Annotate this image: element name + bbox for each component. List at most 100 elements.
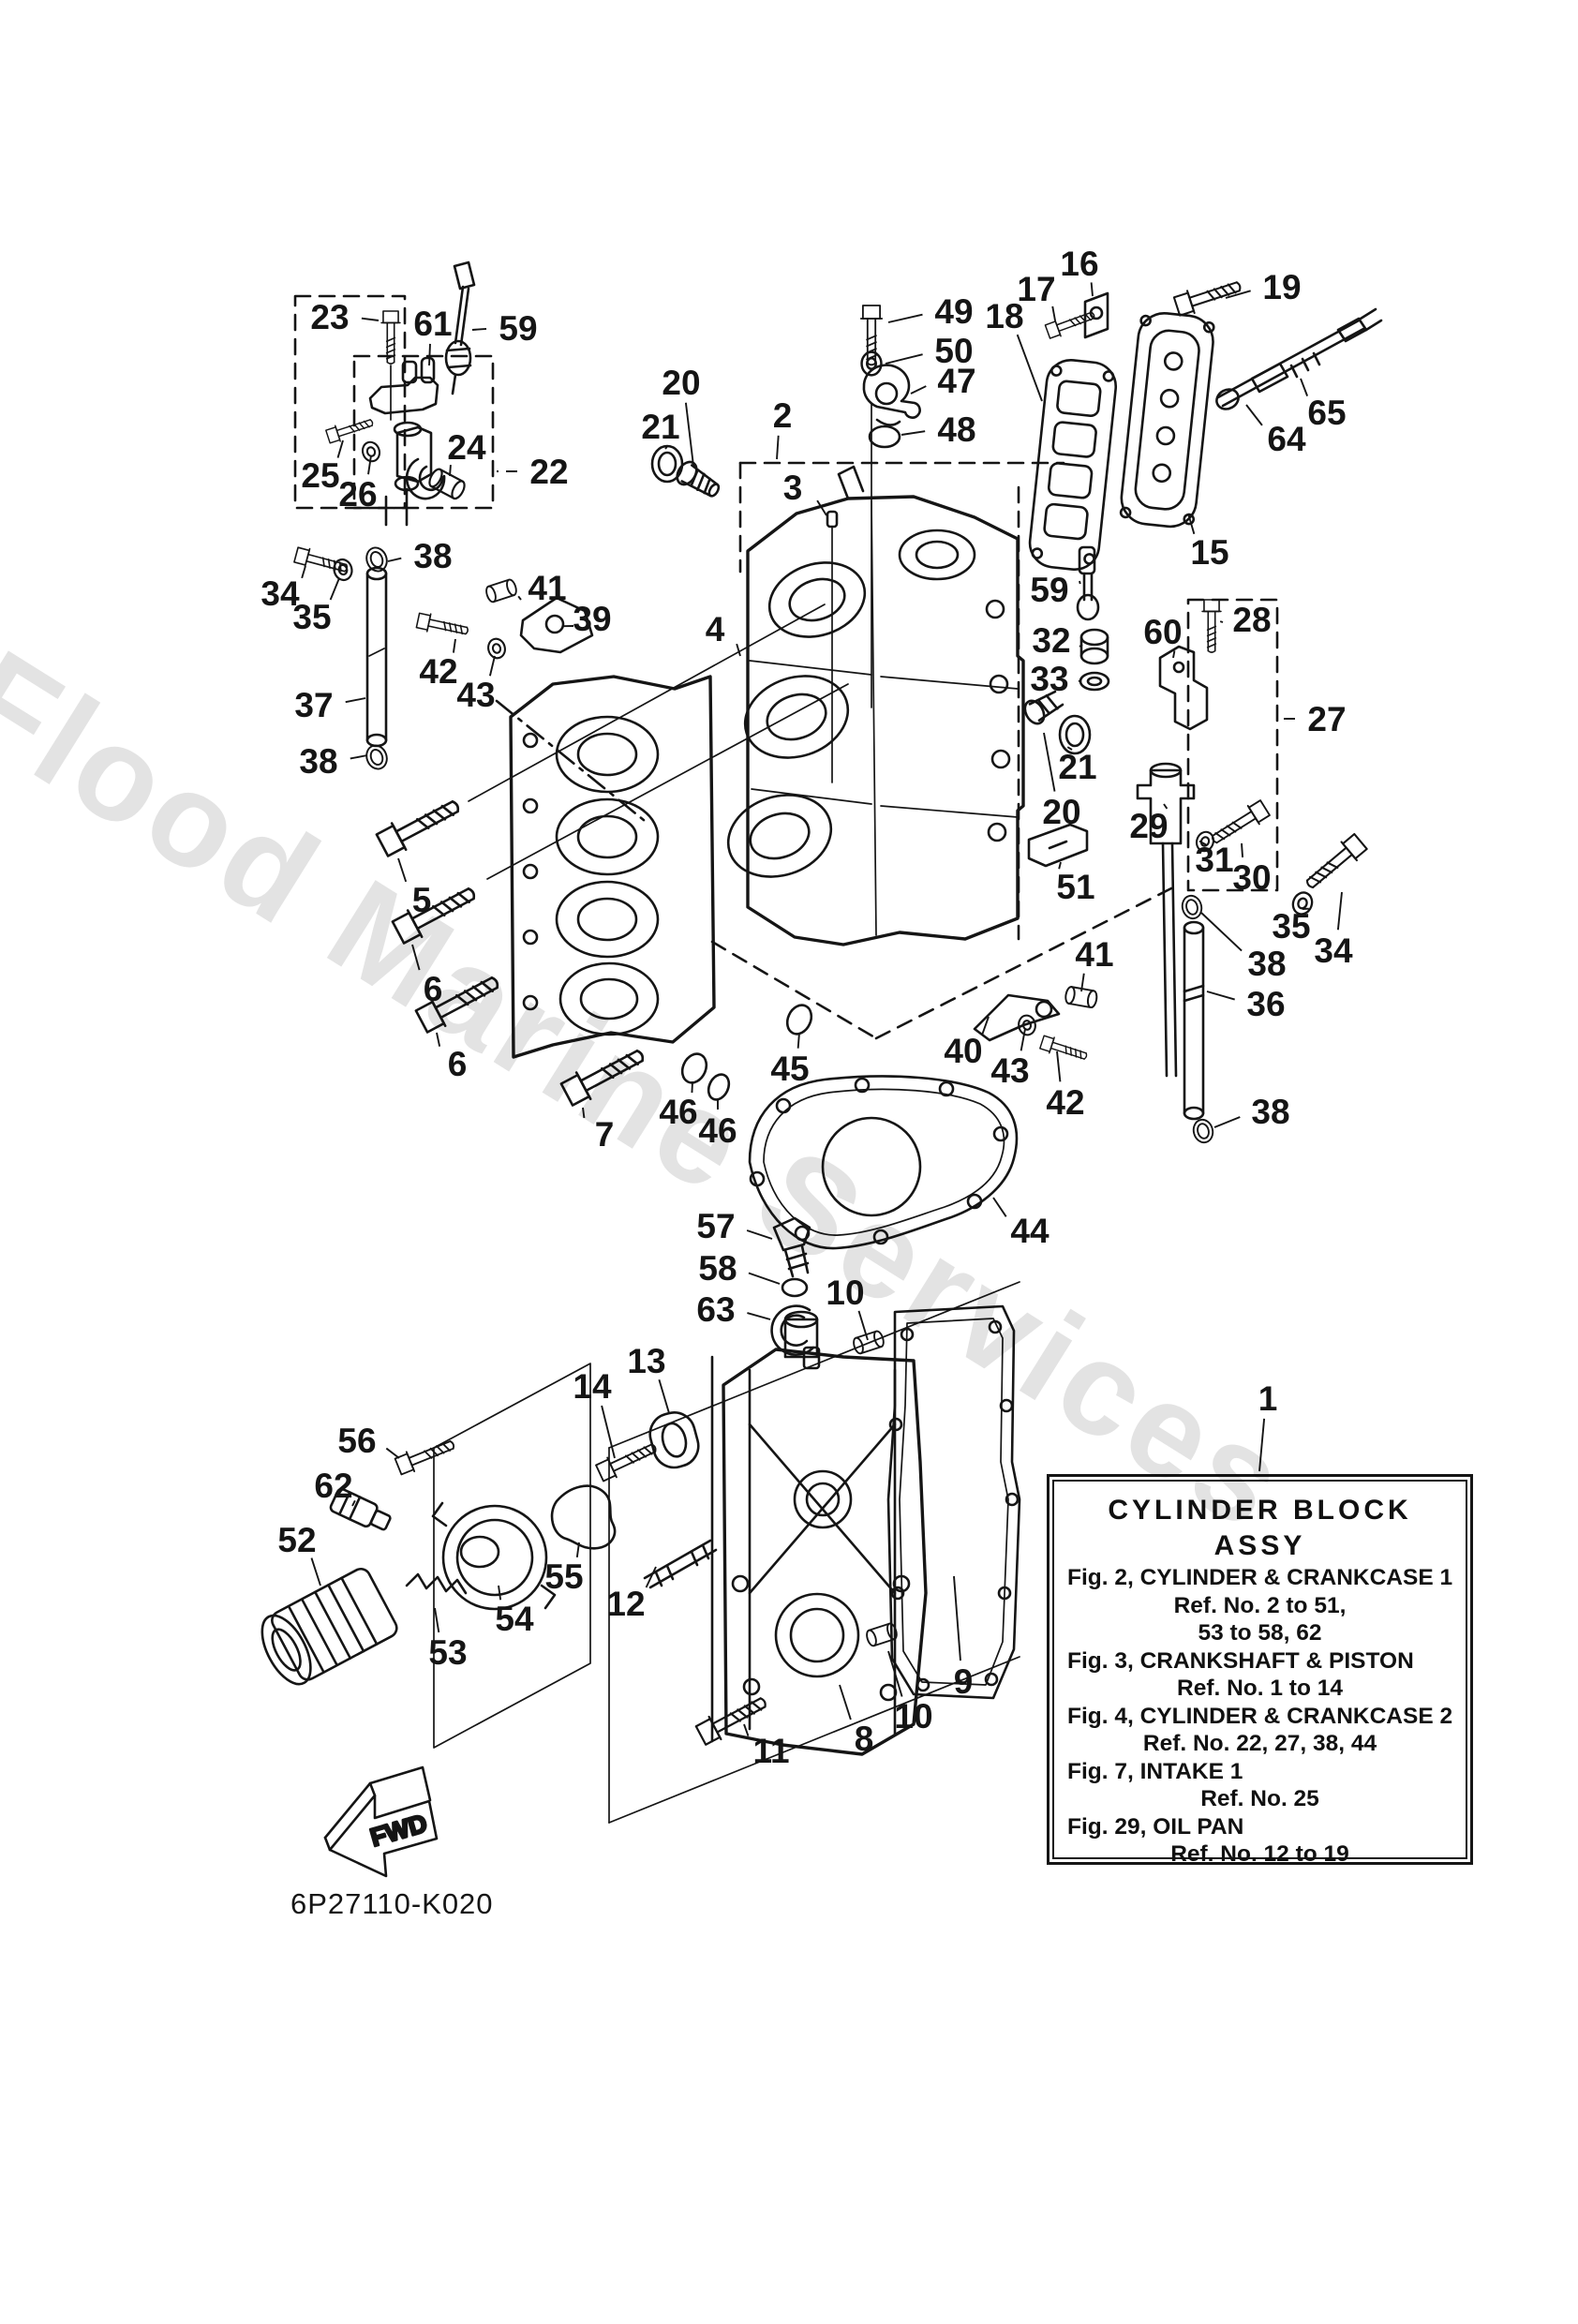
callout-label-21: 21 (1058, 748, 1096, 786)
callout-label-21: 21 (641, 408, 679, 446)
leader-line (684, 402, 694, 467)
iso-plane-frames (433, 1281, 1020, 1824)
callout-label-34: 34 (261, 574, 300, 613)
callout-label-51: 51 (1056, 868, 1094, 906)
callout-label-24: 24 (447, 428, 486, 467)
callout-label-59: 59 (1030, 571, 1068, 609)
callout-label-40: 40 (944, 1032, 982, 1070)
callout-label-64: 64 (1267, 420, 1306, 458)
leader-line (736, 643, 741, 657)
part-breather-fitting (770, 1216, 900, 1648)
leader-line (575, 1542, 580, 1558)
callout-label-13: 13 (627, 1342, 665, 1380)
leader-line (776, 435, 780, 460)
leader-line (645, 1566, 657, 1588)
part-right-fittings (1023, 545, 1370, 1146)
leader-line (658, 1378, 670, 1414)
leader-line (449, 464, 452, 477)
leader-line (1300, 378, 1309, 396)
leader-line (385, 1447, 400, 1459)
leader-line (310, 1557, 321, 1587)
leader-line (747, 1312, 771, 1320)
callout-label-34: 34 (1314, 931, 1353, 970)
info-entry-fig: Fig. 7, INTAKE 1 (1067, 1758, 1243, 1784)
leader-line (887, 1650, 903, 1697)
callout-label-43: 43 (990, 1051, 1029, 1090)
info-entry-ref: Ref. No. 2 to 51, (1173, 1592, 1347, 1618)
callout-label-55: 55 (544, 1557, 583, 1596)
callout-label-28: 28 (1232, 601, 1271, 639)
leader-line (1056, 1050, 1062, 1082)
leader-line (436, 1032, 441, 1047)
callout-label-27: 27 (1307, 700, 1346, 738)
callout-label-45: 45 (770, 1050, 809, 1088)
callout-label-43: 43 (456, 676, 495, 714)
callout-label-23: 23 (310, 298, 349, 336)
callout-label-9: 9 (954, 1662, 974, 1701)
leader-line (471, 327, 487, 331)
leader-line (839, 1684, 852, 1721)
leader-line (1080, 973, 1085, 992)
callout-label-41: 41 (528, 569, 566, 607)
leader-line (887, 313, 923, 323)
leader-line (428, 343, 431, 366)
info-entry-ref: Ref. No. 12 to 19 (1170, 1841, 1349, 1867)
info-entry-fig: Fig. 3, CRANKSHAFT & PISTON (1067, 1647, 1414, 1674)
callout-label-62: 62 (314, 1467, 352, 1505)
callout-label-35: 35 (292, 598, 331, 636)
leader-line (1198, 840, 1208, 846)
callout-label-19: 19 (1262, 268, 1301, 306)
callout-label-26: 26 (338, 475, 377, 514)
callout-label-14: 14 (573, 1367, 612, 1406)
leader-line (746, 1229, 773, 1240)
leader-line (1172, 650, 1176, 659)
callout-label-16: 16 (1060, 245, 1098, 283)
leader-line (434, 1607, 440, 1633)
callout-label-32: 32 (1032, 621, 1070, 660)
callout-label-60: 60 (1143, 613, 1182, 651)
callout-label-5: 5 (412, 881, 432, 919)
info-entry-ref: Ref. No. 22, 27, 38, 44 (1142, 1731, 1377, 1756)
info-entry-fig: Fig. 4, CYLINDER & CRANKCASE 2 (1067, 1703, 1453, 1729)
callout-label-59: 59 (499, 309, 537, 348)
part-arm-40 (973, 985, 1099, 1065)
part-cylinder-block (468, 465, 1025, 946)
callout-label-46: 46 (659, 1093, 697, 1131)
leader-line (1043, 732, 1056, 792)
callout-label-10: 10 (894, 1697, 932, 1736)
leader-line (910, 385, 927, 395)
callout-label-44: 44 (1010, 1212, 1050, 1250)
info-entry-ref: Ref. No. 1 to 14 (1177, 1676, 1343, 1701)
callout-label-61: 61 (413, 305, 452, 343)
callout-label-47: 47 (937, 362, 975, 400)
leader-line (901, 430, 926, 436)
callout-label-42: 42 (419, 652, 457, 691)
info-entry-ref: Ref. No. 25 (1200, 1786, 1319, 1811)
callout-label-22: 22 (529, 453, 568, 491)
part-dipstick-tube (292, 544, 392, 773)
leader-line (857, 1310, 869, 1341)
callout-label-37: 37 (294, 686, 333, 724)
leader-line (387, 557, 402, 562)
callout-label-42: 42 (1046, 1083, 1084, 1122)
leader-line (336, 439, 344, 458)
callout-label-20: 20 (662, 364, 700, 402)
info-box-title-line1: CYLINDER BLOCK (1108, 1495, 1412, 1526)
leader-line (582, 1107, 586, 1119)
leader-line (1206, 991, 1235, 1001)
leader-line (816, 499, 827, 516)
callout-label-7: 7 (595, 1115, 615, 1154)
callout-label-15: 15 (1190, 533, 1228, 572)
leader-line (452, 638, 456, 653)
dashed-group-box-27 (1186, 598, 1279, 892)
callout-label-57: 57 (696, 1207, 735, 1245)
part-crankcase-half (509, 675, 716, 1059)
leader-line (1079, 580, 1081, 585)
callout-label-12: 12 (606, 1585, 645, 1623)
callout-label-10: 10 (826, 1274, 864, 1312)
leader-line (743, 1723, 750, 1737)
leader-line (885, 353, 923, 365)
leader-line (498, 1585, 502, 1601)
